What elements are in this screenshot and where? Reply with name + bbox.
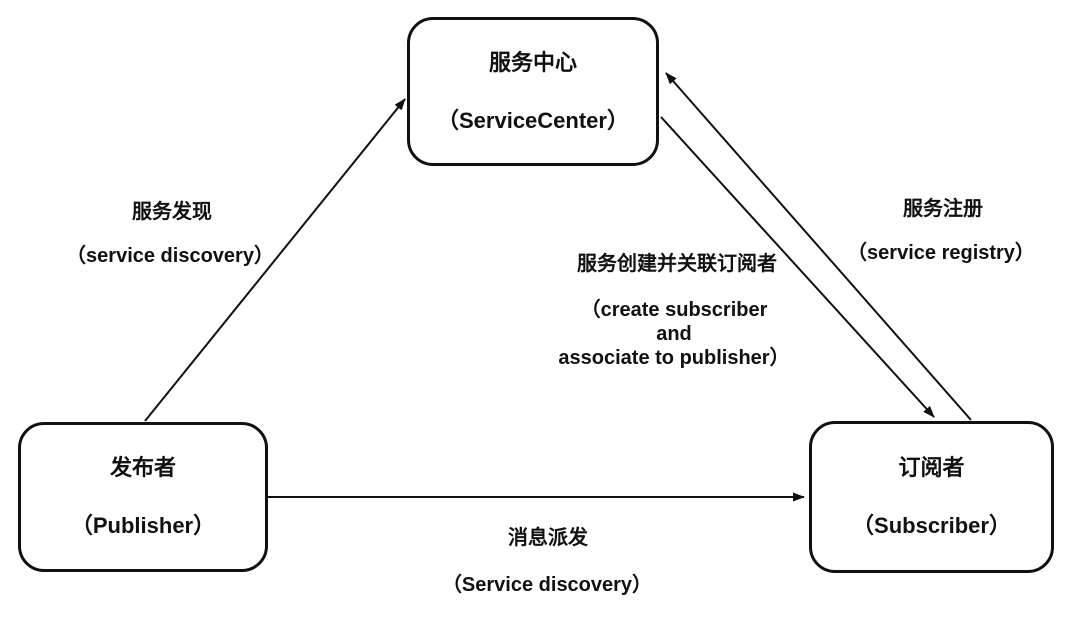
label-create-subscriber-en: （create subscriber and associate to publ…: [558, 298, 789, 370]
service-center-subtitle: （ServiceCenter）: [437, 107, 629, 133]
arrow-create-subscriber: [660, 116, 935, 418]
publisher-subtitle: （Publisher）: [70, 513, 216, 538]
label-service-discovery-zh: 服务发现: [132, 201, 212, 223]
label-service-registry-en: （service registry）: [847, 242, 1035, 264]
service-center-title: 服务中心: [488, 49, 577, 75]
subscriber-title: 订阅者: [898, 455, 965, 480]
label-create-subscriber-en-line3: associate to publisher）: [558, 347, 790, 369]
publisher-title: 发布者: [109, 455, 176, 480]
node-service-center: 服务中心 （ServiceCenter）: [407, 17, 659, 166]
label-create-subscriber-en-line1: （create subscriber: [580, 299, 768, 321]
node-subscriber: 订阅者 （Subscriber）: [809, 421, 1054, 573]
arrow-service-registry: [665, 72, 972, 421]
label-message-dispatch-en: （Service discovery）: [441, 574, 653, 596]
node-publisher: 发布者 （Publisher）: [18, 422, 268, 572]
label-create-subscriber-zh: 服务创建并关联订阅者: [577, 253, 777, 275]
label-service-registry-zh: 服务注册: [903, 198, 983, 220]
label-create-subscriber-en-line2: and: [656, 323, 692, 345]
arrow-service-discovery: [144, 98, 406, 422]
label-service-discovery-en: （service discovery）: [66, 245, 274, 267]
label-message-dispatch-zh: 消息派发: [508, 527, 588, 549]
subscriber-subtitle: （Subscriber）: [852, 513, 1011, 538]
